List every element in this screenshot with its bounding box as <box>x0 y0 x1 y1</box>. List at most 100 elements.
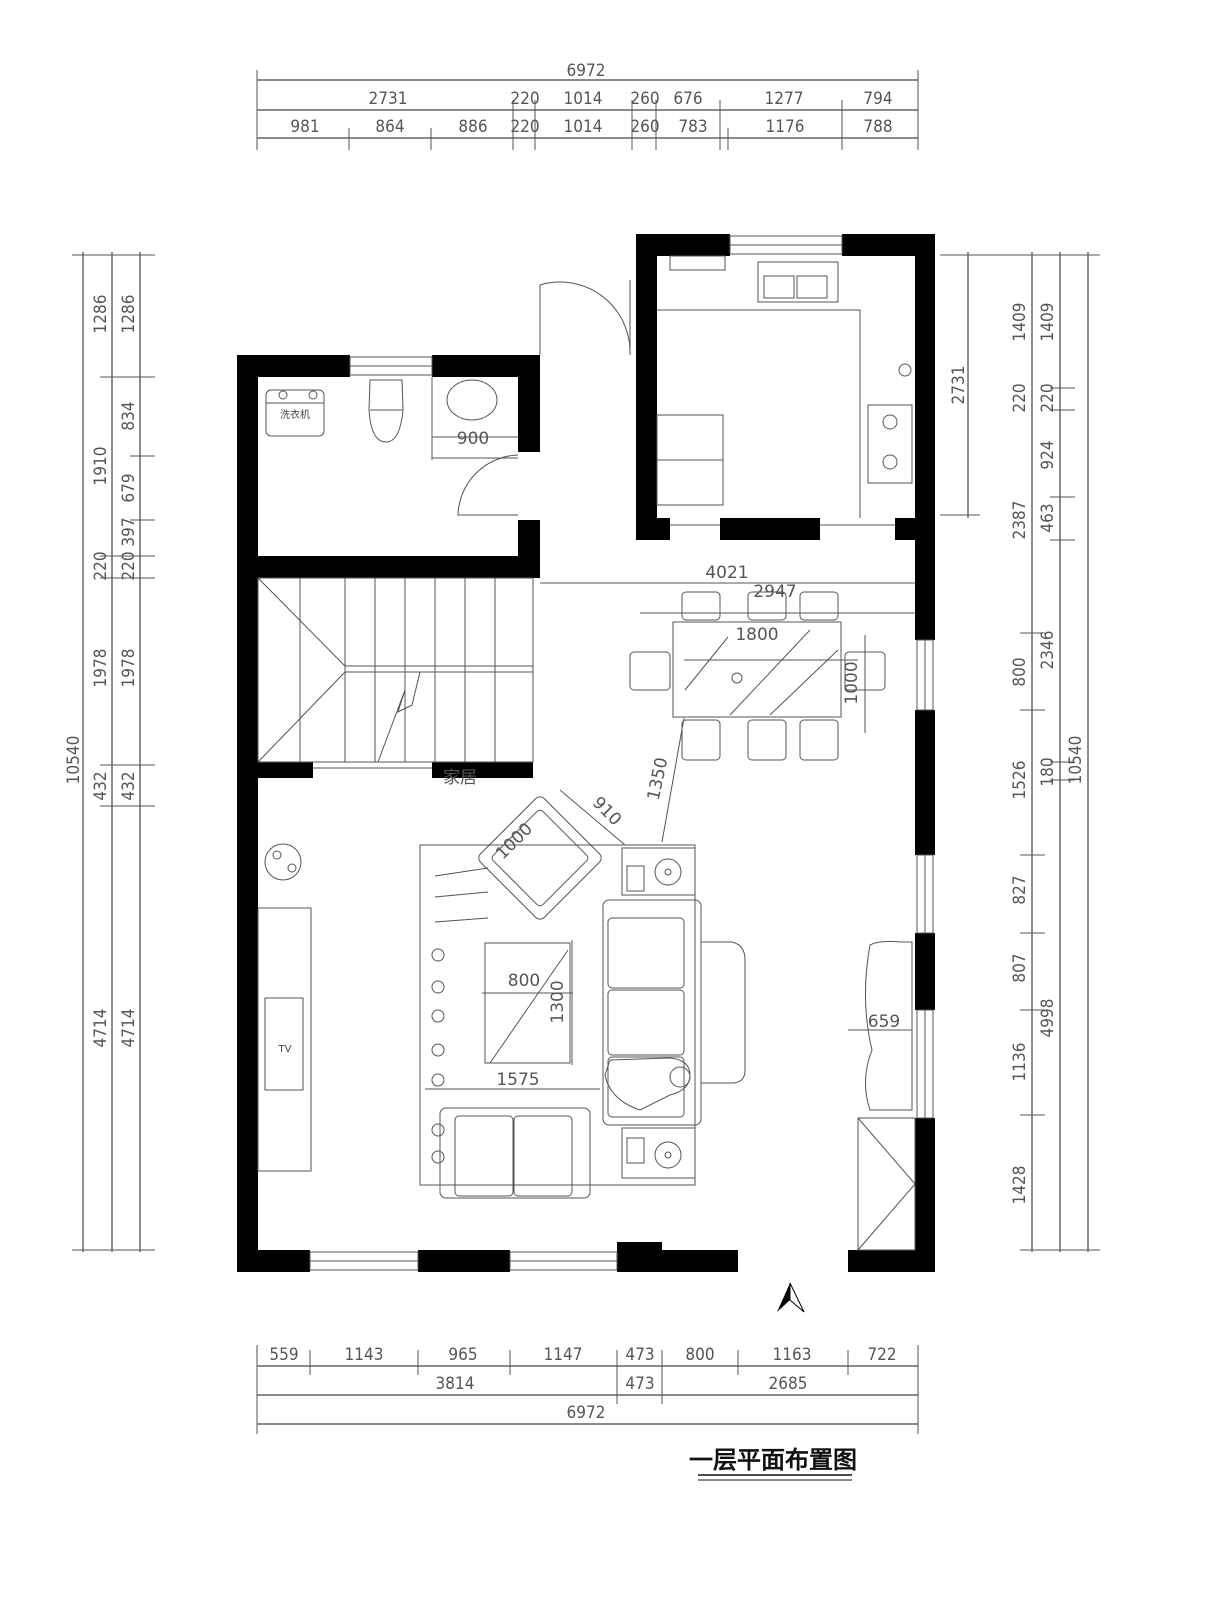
armchair <box>478 796 602 920</box>
dim-top-r3: 783 <box>678 117 707 137</box>
dim-bottom-r1: 559 <box>269 1345 298 1365</box>
coffee-table-length-dim: 1300 <box>548 980 568 1023</box>
dim-right-c1: 827 <box>1010 875 1030 904</box>
dim-left-c3: 1286 <box>119 295 139 334</box>
dim-left-c3: 220 <box>119 551 139 580</box>
display-cabinet <box>848 940 913 1111</box>
dining-chairs <box>629 591 886 761</box>
dim-left-c2: 432 <box>91 771 111 800</box>
top-dimensions: 6972 2731 220 1014 260 676 1277 794 981 … <box>256 61 919 150</box>
dim-right-c1: 1526 <box>1010 761 1030 800</box>
left-dimensions: 10540 1286 1910 220 1978 432 4714 1286 8… <box>64 252 155 1252</box>
dim-kitchen-depth: 2731 <box>949 366 969 405</box>
tv-label: TV <box>278 1044 292 1055</box>
dim-top-r3: 260 <box>630 117 659 137</box>
right-dimensions: 2731 1409 220 2387 800 1526 827 807 1136… <box>940 252 1100 1252</box>
washer-label: 洗衣机 <box>280 408 310 421</box>
decor-swirls <box>431 867 489 1164</box>
dim-top-r2: 260 <box>630 89 659 109</box>
armchair-depth-dim: 910 <box>588 793 625 830</box>
armchair-width-dim: 1000 <box>492 819 537 864</box>
dim-top-r3: 1176 <box>766 117 805 137</box>
dim-left-c3: 1978 <box>119 649 139 688</box>
dim-right-total: 10540 <box>1066 736 1086 785</box>
dim-bottom-r1: 473 <box>625 1345 654 1365</box>
passage-dim: 1350 <box>644 756 673 802</box>
dim-top-r3: 1014 <box>564 117 603 137</box>
person-figure <box>604 1057 691 1111</box>
dim-left-c3: 4714 <box>119 1009 139 1048</box>
dim-right-c1: 220 <box>1010 383 1030 412</box>
dim-right-c1: 2387 <box>1010 501 1030 540</box>
dim-bottom-total: 6972 <box>567 1403 606 1423</box>
dim-bottom-r2: 3814 <box>436 1374 475 1394</box>
dim-right-c1: 1428 <box>1010 1166 1030 1205</box>
sofa <box>602 899 746 1126</box>
windows <box>309 235 934 1271</box>
dim-left-c2: 1978 <box>91 649 111 688</box>
dim-top-r3: 220 <box>510 117 539 137</box>
dining-span-dim: 4021 <box>705 563 748 583</box>
sink <box>757 261 839 303</box>
dim-top-r2: 2731 <box>369 89 408 109</box>
vanity-width-dim: 900 <box>457 429 489 449</box>
toilet <box>368 379 404 443</box>
dim-top-r3: 788 <box>863 117 892 137</box>
dim-top-r2: 794 <box>863 89 892 109</box>
dim-right-c2: 463 <box>1038 503 1058 532</box>
drawing-title: 一层平面布置图 <box>689 1446 857 1474</box>
dim-bottom-r1: 800 <box>685 1345 714 1365</box>
dim-left-c3: 834 <box>119 401 139 430</box>
side-table-bottom <box>621 1127 696 1179</box>
dim-bottom-r1: 722 <box>867 1345 896 1365</box>
kitchen <box>656 255 913 518</box>
tv-cabinet <box>257 907 312 1172</box>
dim-left-c2: 220 <box>91 551 111 580</box>
dim-bottom-r2: 473 <box>625 1374 654 1394</box>
dim-top-r2: 1014 <box>564 89 603 109</box>
walls <box>237 234 935 1272</box>
bathroom: 洗衣机 900 <box>265 377 518 460</box>
table-width-dim: 1000 <box>842 661 862 704</box>
dim-left-c3: 679 <box>119 473 139 502</box>
side-table-top <box>621 847 696 896</box>
dim-right-c2: 220 <box>1038 383 1058 412</box>
dim-bottom-r2: 2685 <box>769 1374 808 1394</box>
dim-bottom-r1: 1163 <box>773 1345 812 1365</box>
dim-right-c1: 1409 <box>1010 303 1030 342</box>
table-length-dim: 1800 <box>735 625 778 645</box>
dim-right-c2: 1409 <box>1038 303 1058 342</box>
dim-top-r3: 886 <box>458 117 487 137</box>
cooktop <box>867 404 913 484</box>
watermark: 家居 <box>443 768 477 788</box>
washing-machine <box>265 389 325 437</box>
dim-top-r3: 864 <box>375 117 404 137</box>
dim-left-c3: 432 <box>119 771 139 800</box>
dim-right-c2: 4998 <box>1038 999 1058 1038</box>
staircase <box>257 577 534 763</box>
dim-right-c2: 924 <box>1038 440 1058 469</box>
dim-bottom-r1: 965 <box>448 1345 477 1365</box>
dim-bottom-r1: 1143 <box>345 1345 384 1365</box>
dim-left-total: 10540 <box>64 736 84 785</box>
dim-right-c1: 807 <box>1010 953 1030 982</box>
dining-table <box>672 621 842 718</box>
dim-top-r2: 676 <box>673 89 702 109</box>
plant <box>264 843 302 881</box>
doors <box>457 280 895 526</box>
tv <box>264 997 304 1091</box>
loveseat <box>439 1107 591 1199</box>
dim-right-c1: 1136 <box>1010 1043 1030 1082</box>
wash-basin <box>446 379 498 421</box>
storage-cabinet <box>857 1117 916 1251</box>
dim-right-c2: 180 <box>1038 757 1058 786</box>
dim-right-c1: 800 <box>1010 657 1030 686</box>
rug <box>419 844 696 1186</box>
dim-left-c3: 397 <box>119 517 139 546</box>
living-area: 910 1000 800 1300 1575 <box>257 789 916 1251</box>
dim-bottom-r1: 1147 <box>544 1345 583 1365</box>
north-arrow-icon <box>777 1282 805 1313</box>
sofa-gap-dim: 1575 <box>496 1070 539 1090</box>
coffee-table <box>484 942 571 1064</box>
